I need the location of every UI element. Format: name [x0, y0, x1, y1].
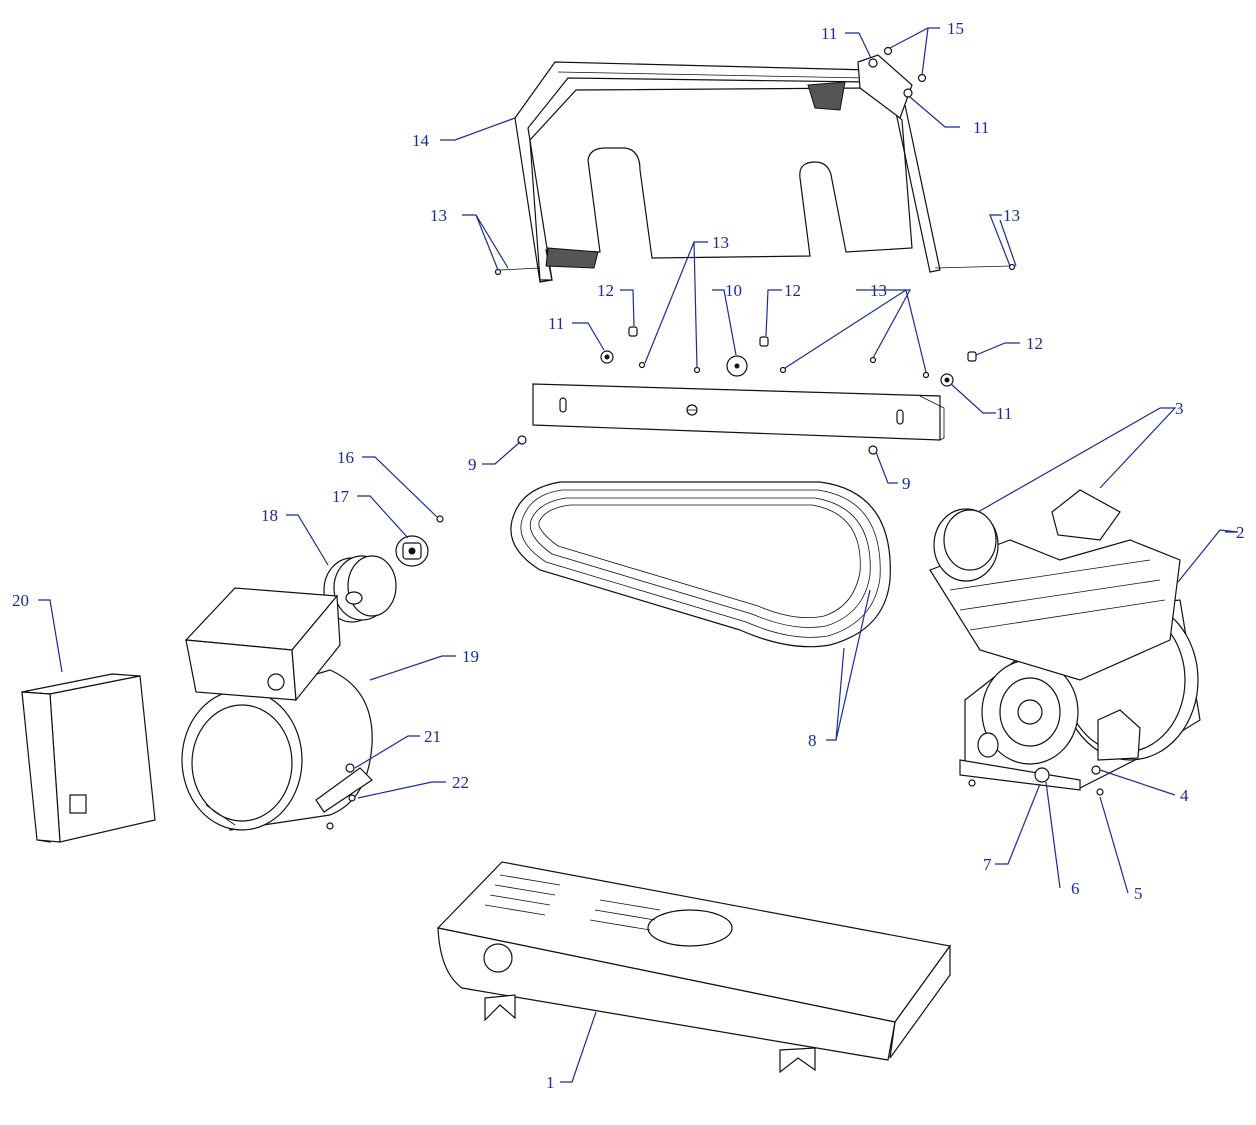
callout-15: 15: [947, 19, 964, 38]
callout-labels: 1 2 3 4 5 6 7 8 9 9 10 11 11 11 11 12 12…: [12, 19, 1245, 1092]
callout-8: 8: [808, 731, 817, 750]
callout-13-bracket-left: 13: [712, 233, 729, 252]
callout-11-right: 11: [973, 118, 989, 137]
callout-10: 10: [725, 281, 742, 300]
callout-7: 7: [983, 855, 992, 874]
callout-6: 6: [1071, 879, 1080, 898]
electric-motor: [181, 587, 373, 831]
callout-12-left: 12: [597, 281, 614, 300]
callout-9-left: 9: [468, 455, 477, 474]
callout-11-top: 11: [821, 24, 837, 43]
callout-16: 16: [337, 448, 354, 467]
callout-13-guard-left: 13: [430, 206, 447, 225]
callout-3: 3: [1175, 399, 1184, 418]
callout-18: 18: [261, 506, 278, 525]
guard-bracket: [532, 383, 945, 441]
callout-9-right: 9: [902, 474, 911, 493]
callout-22: 22: [452, 773, 469, 792]
callout-4: 4: [1180, 786, 1189, 805]
hardware: [436, 46, 1016, 523]
callout-13-guard-right: 13: [1003, 206, 1020, 225]
leader-lines: [38, 27, 1239, 1083]
callout-19: 19: [462, 647, 479, 666]
callout-20: 20: [12, 591, 29, 610]
callout-11-bracket: 11: [996, 404, 1012, 423]
compressor-pump: [929, 489, 1201, 796]
callout-12-middle: 12: [784, 281, 801, 300]
v-belts: [510, 481, 891, 648]
callout-2: 2: [1236, 523, 1245, 542]
callout-13-bracket-right: 13: [870, 281, 887, 300]
callout-12-right: 12: [1026, 334, 1043, 353]
callout-1: 1: [546, 1073, 555, 1092]
base-plate: [436, 861, 952, 1074]
callout-11-left: 11: [548, 314, 564, 333]
callout-14: 14: [412, 131, 430, 150]
callout-17: 17: [332, 487, 350, 506]
starter-box: [21, 673, 156, 843]
belt-guard: [499, 54, 1011, 283]
callout-21: 21: [424, 727, 441, 746]
pulley-bushing: [395, 535, 429, 567]
callout-5: 5: [1134, 884, 1143, 903]
